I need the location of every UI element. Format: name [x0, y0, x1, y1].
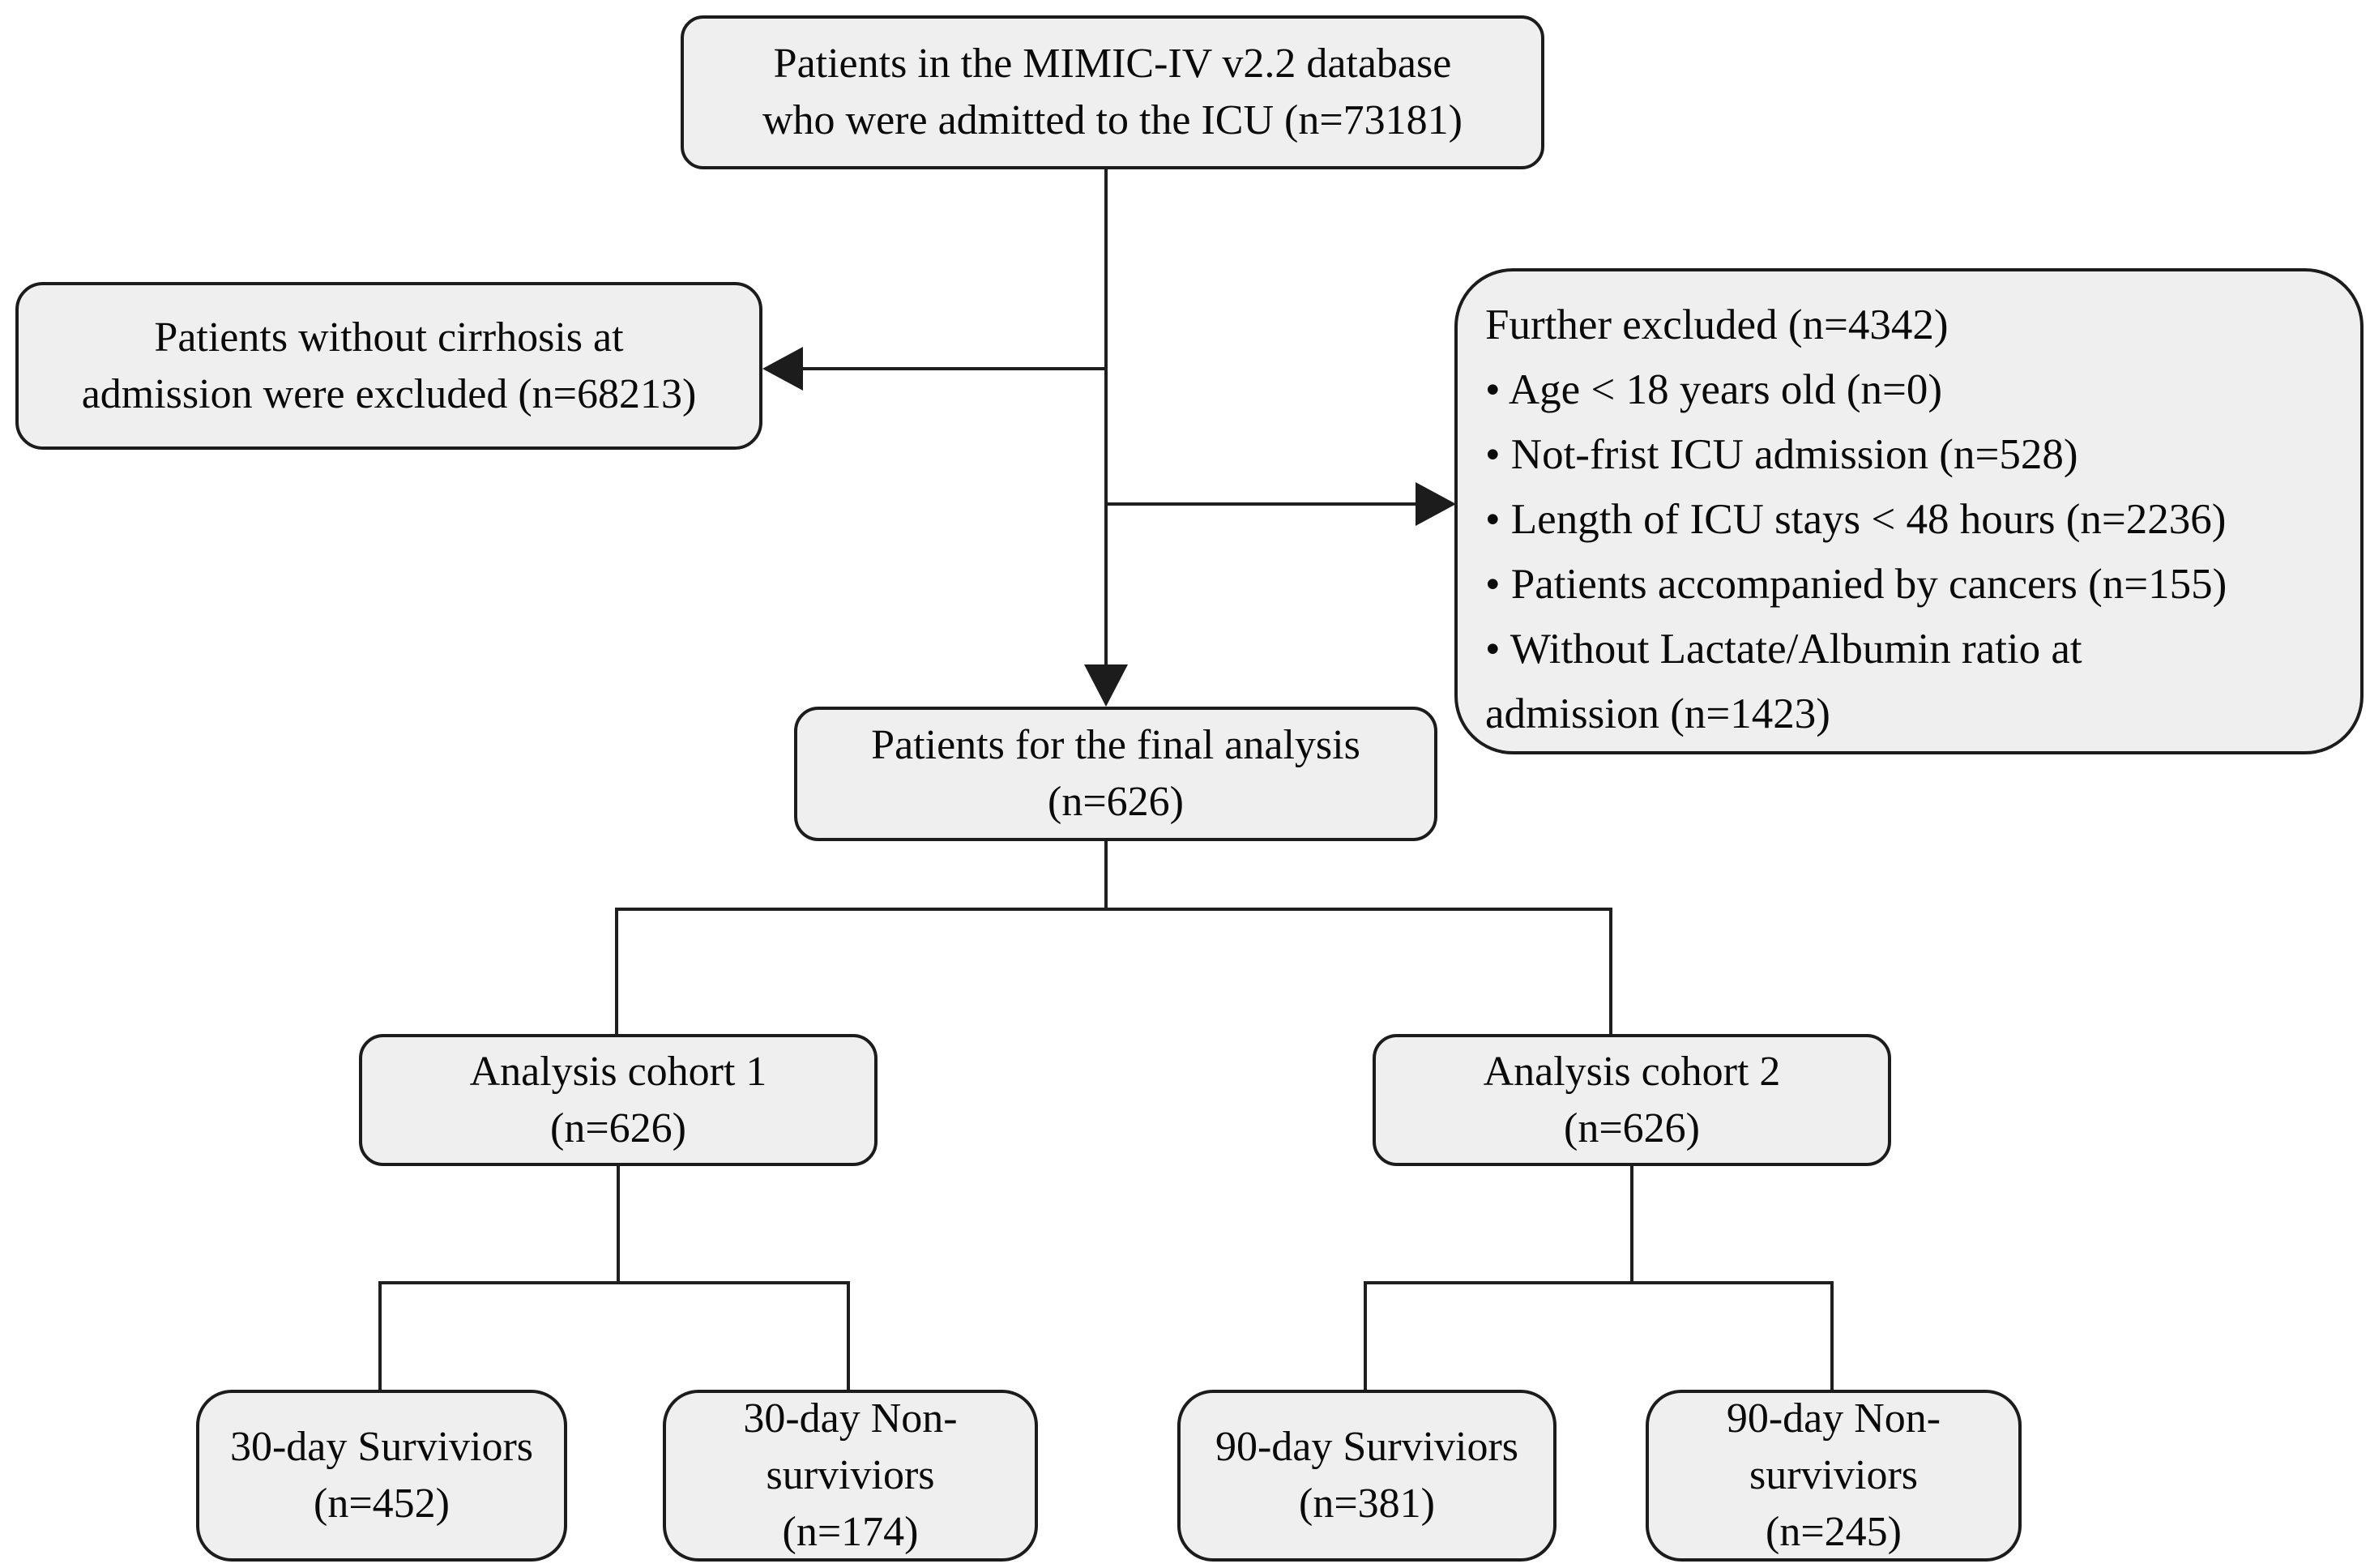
connector-to-30day-survivors [378, 1281, 382, 1390]
box-source-population: Patients in the MIMIC-IV v2.2 database w… [681, 15, 1544, 169]
exclusion-item-lar: • Without Lactate/Albumin ratio at [1485, 626, 2082, 673]
box-text-line: (n=174) [782, 1509, 919, 1555]
connector-to-cohort2 [1609, 908, 1612, 1034]
connector-to-30day-nonsurvivors [847, 1281, 850, 1390]
box-90day-survivors: 90-day Surviviors (n=381) [1177, 1390, 1557, 1562]
box-excluded-no-cirrhosis: Patients without cirrhosis at admission … [15, 282, 762, 450]
arrowhead-left-icon [762, 347, 803, 391]
exclusion-item-los: • Length of ICU stays < 48 hours (n=2236… [1485, 496, 2227, 543]
box-90day-nonsurvivors: 90-day Non- surviviors (n=245) [1646, 1390, 2022, 1562]
box-final-analysis: Patients for the final analysis (n=626) [794, 707, 1437, 841]
box-text-line: (n=245) [1766, 1509, 1902, 1555]
box-text-line: (n=452) [314, 1480, 450, 1527]
arrowhead-right-icon [1416, 482, 1456, 526]
box-text-line: 90-day Non- [1726, 1395, 1941, 1442]
connector-to-left-exclusion [802, 367, 1106, 370]
box-text-line: Analysis cohort 2 [1483, 1048, 1781, 1095]
connector-main-vertical [1104, 169, 1108, 670]
exclusion-item-cancers: • Patients accompanied by cancers (n=155… [1485, 561, 2227, 608]
box-analysis-cohort-2: Analysis cohort 2 (n=626) [1373, 1034, 1891, 1166]
box-30day-survivors: 30-day Surviviors (n=452) [196, 1390, 567, 1562]
connector-cohort1-split [380, 1281, 850, 1284]
box-text-line: (n=381) [1299, 1480, 1435, 1527]
box-text-line: 30-day Non- [743, 1395, 958, 1442]
connector-cohort2-stub [1630, 1166, 1633, 1284]
box-text-line: (n=626) [1564, 1104, 1700, 1151]
box-text-line: (n=626) [1048, 779, 1184, 825]
connector-cohort1-stub [617, 1166, 620, 1284]
further-excluded-header: Further excluded (n=4342) [1485, 301, 1949, 348]
box-text-line: Analysis cohort 1 [469, 1048, 767, 1095]
box-text-line: 90-day Surviviors [1215, 1424, 1519, 1470]
box-30day-nonsurvivors: 30-day Non- surviviors (n=174) [663, 1390, 1038, 1562]
connector-cohort-split [617, 908, 1612, 911]
box-text-line: who were admitted to the ICU (n=73181) [762, 97, 1463, 143]
box-text-line: surviviors [766, 1452, 935, 1498]
connector-cohort2-split [1365, 1281, 1834, 1284]
box-text-line: (n=626) [550, 1104, 686, 1151]
box-text-line: admission were excluded (n=68213) [81, 370, 697, 417]
box-analysis-cohort-1: Analysis cohort 1 (n=626) [359, 1034, 878, 1166]
box-further-excluded: Further excluded (n=4342) • Age < 18 yea… [1454, 268, 2364, 754]
box-text-line: 30-day Surviviors [229, 1424, 534, 1470]
box-text-line: Patients in the MIMIC-IV v2.2 database [773, 41, 1452, 87]
exclusion-item-not-first: • Not-frist ICU admission (n=528) [1485, 431, 2078, 478]
connector-to-90day-nonsurvivors [1830, 1281, 1834, 1390]
exclusion-item-lar-cont: admission (n=1423) [1485, 690, 1830, 737]
connector-to-90day-survivors [1364, 1281, 1367, 1390]
connector-to-cohort1 [615, 908, 618, 1034]
box-text-line: Patients without cirrhosis at [154, 314, 624, 361]
connector-to-right-exclusion [1106, 502, 1416, 506]
exclusion-item-age: • Age < 18 years old (n=0) [1485, 366, 1943, 413]
arrowhead-down-icon [1084, 664, 1128, 707]
box-text-line: Patients for the final analysis [871, 722, 1360, 768]
connector-final-analysis-stub [1104, 841, 1108, 911]
box-text-line: surviviors [1749, 1452, 1918, 1498]
